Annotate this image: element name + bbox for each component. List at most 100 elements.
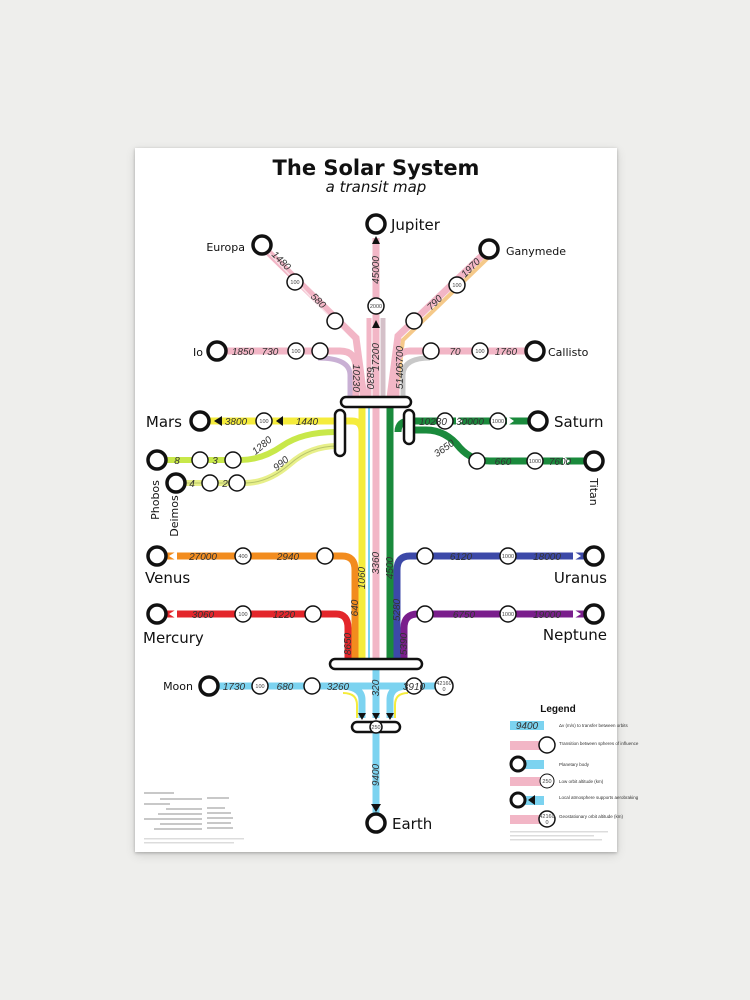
europa-soi-station	[326, 312, 344, 330]
deimos-label: Deimos	[168, 495, 181, 537]
legend-aero-arrow-icon	[528, 795, 535, 805]
saturn-orbit-station	[489, 412, 507, 430]
phobos-station-icon	[146, 449, 168, 471]
neptune-station-icon	[583, 603, 605, 625]
uranus-station-icon	[583, 545, 605, 567]
saturn-label: Saturn	[554, 413, 604, 431]
legend-soi-swatch	[510, 741, 544, 750]
io-label: Io	[193, 346, 203, 359]
mars-interchange	[333, 408, 347, 458]
mercury-orbit-label: 100	[238, 612, 247, 618]
neptune-orbit-label: 1000	[502, 612, 514, 618]
orbit-stations	[191, 273, 544, 734]
legend-geo-desc: Geostationary orbit altitude (km)	[559, 814, 624, 819]
dv-venus-a: 27000	[188, 552, 217, 563]
dv-titan-b: 660	[495, 457, 512, 468]
moon-label: Moon	[163, 680, 193, 693]
uranus-soi-station	[416, 547, 434, 565]
legend-planet-desc: Planetary body	[559, 762, 590, 767]
dv-callisto-c: 1760	[495, 347, 518, 358]
io-orbit-label: 100	[291, 349, 300, 355]
mars-orbit-label: 100	[259, 419, 268, 425]
geo-soi-station	[405, 677, 423, 695]
moon-line	[217, 666, 442, 720]
moon-orbit-label: 100	[255, 684, 264, 690]
dv-uranus-trunk: 5280	[392, 598, 403, 621]
earth-station-icon	[365, 812, 387, 834]
callisto-orbit-station	[471, 342, 489, 360]
neptune-orbit-station	[499, 605, 517, 623]
europa-station-icon	[251, 234, 273, 256]
geo-station	[434, 676, 454, 696]
saturn-station-icon	[527, 410, 549, 432]
legend-orbit-desc: Low orbit altitude (km)	[559, 779, 604, 784]
dv-mars-d: 990	[271, 454, 291, 473]
venus-orbit-station	[234, 547, 252, 565]
europa-orbit-station	[286, 273, 304, 291]
titan-station-icon	[583, 450, 605, 472]
legend-planet-swatch	[517, 760, 544, 769]
callisto-line	[392, 347, 535, 398]
dv-jupiter-trunk: 3360	[371, 551, 382, 574]
legend-planet-icon	[509, 755, 527, 773]
dv-io-b: 730	[262, 347, 279, 358]
legend-soi-desc: Transition between spheres of influence	[559, 741, 639, 746]
mars-label: Mars	[146, 413, 182, 431]
io-soi-station	[311, 342, 329, 360]
saturn-orbit-label: 1000	[492, 419, 504, 425]
callisto-soi-station	[422, 342, 440, 360]
legend-geo-station	[538, 810, 556, 828]
dv-venus-trunk: 640	[350, 599, 361, 616]
dv-jupiter-top: 45000	[371, 256, 382, 284]
uranus-orbit-label: 1000	[502, 554, 514, 560]
legend-orbit-station	[539, 773, 555, 789]
saturn-interchange	[402, 408, 416, 446]
dv-mars-a: 3800	[225, 417, 248, 428]
dv-moon-d: 3910	[403, 682, 426, 693]
phobos-orbit-station	[191, 451, 209, 469]
dv-saturn-b: 30000	[456, 417, 484, 428]
jupiter-orbit-station	[367, 297, 385, 315]
dv-deimos-b: 2	[221, 479, 228, 490]
legend-aero-planet-icon	[509, 791, 527, 809]
dv-callisto-a: 70	[449, 347, 461, 358]
neptune-soi-station	[416, 605, 434, 623]
uranus-label: Uranus	[554, 569, 607, 587]
venus-station-icon	[146, 545, 168, 567]
titan-orbit-label: 1000	[529, 459, 541, 465]
deimos-orbit-station	[201, 474, 219, 492]
dv-uranus-a: 6120	[450, 552, 473, 563]
dv-moon-a: 1730	[223, 682, 246, 693]
dv-jupiter-vert: 6830	[364, 367, 375, 390]
dv-ganymede-c: 6700	[395, 345, 406, 368]
legend-title: Legend	[540, 704, 576, 715]
dv-titan-c: 7600	[549, 457, 572, 468]
legend-orbit-swatch	[510, 777, 544, 786]
callisto-orbit-label: 100	[475, 349, 484, 355]
venus-orbit-label: 400	[238, 554, 247, 560]
mercury-station-icon	[146, 603, 168, 625]
dv-io-a: 1850	[232, 347, 255, 358]
europa-orbit-label: 100	[290, 280, 299, 286]
phobos-soi-station	[224, 451, 242, 469]
dv-neptune-trunk: 5390	[399, 632, 410, 655]
ganymede-soi-station	[405, 312, 423, 330]
neptune-label: Neptune	[543, 626, 607, 644]
io-station-icon	[206, 340, 228, 362]
dv-moon-trunk: 320	[371, 679, 382, 696]
dv-phobos-a: 8	[174, 456, 180, 467]
mercury-label: Mercury	[143, 629, 204, 647]
legend-orbit-value: 250	[542, 779, 551, 785]
dv-neptune-b: 19000	[533, 610, 561, 621]
titan-orbit-station	[526, 452, 544, 470]
venus-label: Venus	[145, 569, 190, 587]
io-orbit-station	[287, 342, 305, 360]
dv-jupiter-mid: 17200	[371, 343, 382, 371]
legend-soi-station	[538, 736, 556, 754]
legend-dv-value: 9400	[516, 721, 539, 732]
dv-neptune-a: 6750	[453, 610, 476, 621]
geo-orbit-label-2: 0	[442, 687, 445, 693]
dv-moon-b: 680	[277, 682, 294, 693]
callisto-label: Callisto	[548, 346, 589, 359]
